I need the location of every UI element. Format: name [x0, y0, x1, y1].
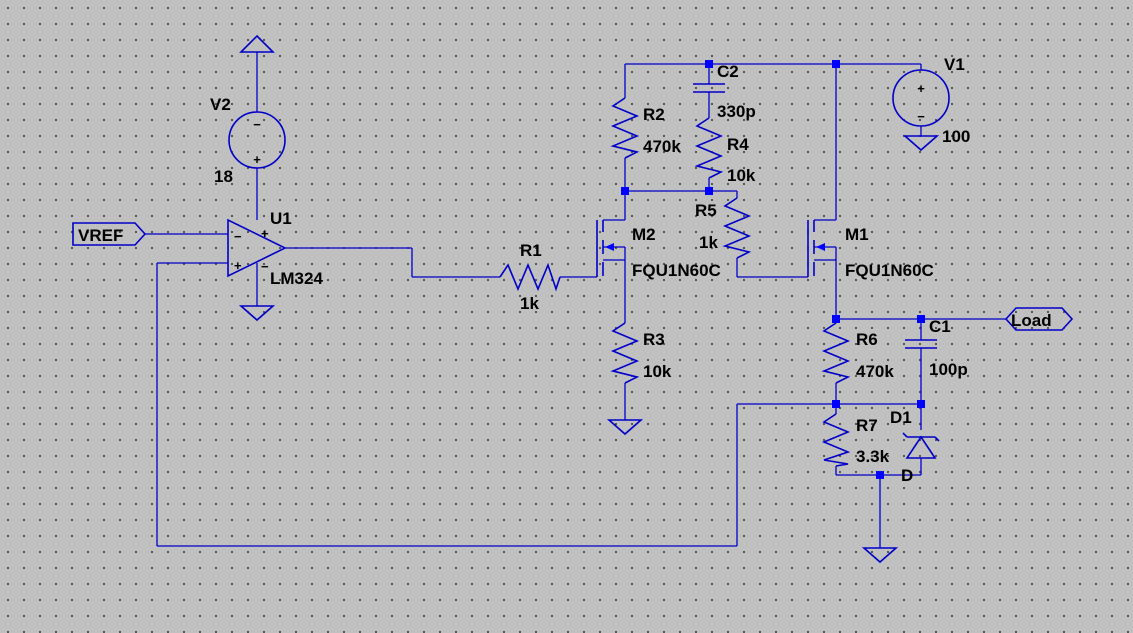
- capacitor-c1[interactable]: [905, 339, 937, 349]
- v1-plus-sign: +: [917, 81, 925, 96]
- opamp-vcc-pin: +: [261, 226, 269, 241]
- r7-value-label: 3.3k: [856, 447, 890, 466]
- m1-model-label: FQU1N60C: [845, 261, 934, 280]
- ground-icon-u1: [238, 305, 276, 322]
- ground-icon-r7: [861, 547, 899, 564]
- diode-d1[interactable]: [902, 432, 940, 459]
- c2-ref-label: C2: [717, 62, 739, 81]
- load-port-label: Load: [1011, 311, 1052, 330]
- v1-minus-sign: −: [917, 109, 925, 124]
- v2-minus-sign: −: [253, 117, 261, 132]
- resistor-r7[interactable]: [821, 413, 851, 467]
- r3-ref-label: R3: [643, 330, 665, 349]
- wires: [145, 52, 1006, 548]
- resistor-r2[interactable]: [610, 97, 640, 159]
- r5-ref-label: R5: [695, 201, 717, 220]
- d1-ref-label: D1: [890, 408, 912, 427]
- mosfet-m1[interactable]: [807, 219, 837, 277]
- r2-ref-label: R2: [643, 105, 665, 124]
- resistor-r6[interactable]: [821, 322, 851, 384]
- r4-ref-label: R4: [727, 135, 749, 154]
- m2-ref-label: M2: [632, 225, 656, 244]
- resistor-r3[interactable]: [610, 322, 640, 384]
- supply-arrow-icon: [239, 34, 275, 53]
- r4-value-label: 10k: [727, 166, 756, 185]
- r5-value-label: 1k: [699, 233, 718, 252]
- opamp-plus-pin: +: [234, 258, 242, 273]
- v1-ref-label: V1: [944, 55, 965, 74]
- c2-value-label: 330p: [717, 102, 756, 121]
- v2-value-label: 18: [214, 167, 233, 186]
- d1-model-label: D: [901, 466, 913, 485]
- r6-value-label: 470k: [856, 362, 894, 381]
- r2-value-label: 470k: [643, 137, 681, 156]
- resistor-r4[interactable]: [694, 117, 724, 179]
- voltage-source-v2[interactable]: − +: [228, 111, 286, 169]
- v2-plus-sign: +: [253, 152, 261, 167]
- capacitor-c2[interactable]: [693, 83, 725, 118]
- r1-ref-label: R1: [520, 241, 542, 260]
- v1-value-label: 100: [942, 127, 970, 146]
- opamp-vee-pin: −: [261, 259, 269, 274]
- r1-value-label: 1k: [520, 294, 539, 313]
- m1-ref-label: M1: [845, 225, 869, 244]
- c1-ref-label: C1: [929, 317, 951, 336]
- r7-ref-label: R7: [856, 416, 878, 435]
- ground-icon-r3: [606, 419, 644, 436]
- resistor-r5[interactable]: [722, 197, 752, 259]
- c1-value-label: 100p: [929, 360, 968, 379]
- opamp-minus-pin: −: [234, 229, 242, 244]
- u1-model-label: LM324: [270, 269, 323, 288]
- u1-ref-label: U1: [270, 209, 292, 228]
- junctions: [621, 60, 925, 479]
- m2-model-label: FQU1N60C: [632, 261, 721, 280]
- vref-port-label: VREF: [78, 226, 123, 245]
- resistor-r1[interactable]: [499, 262, 561, 292]
- opamp-u1[interactable]: − + + −: [227, 218, 287, 278]
- mosfet-m2[interactable]: [596, 219, 626, 277]
- ground-icon-v1: [902, 135, 940, 152]
- port-vref[interactable]: VREF: [72, 222, 147, 246]
- voltage-source-v1[interactable]: + −: [892, 69, 950, 127]
- v2-ref-label: V2: [210, 95, 231, 114]
- r3-value-label: 10k: [643, 362, 672, 381]
- r6-ref-label: R6: [856, 330, 878, 349]
- port-load[interactable]: Load: [1004, 307, 1074, 331]
